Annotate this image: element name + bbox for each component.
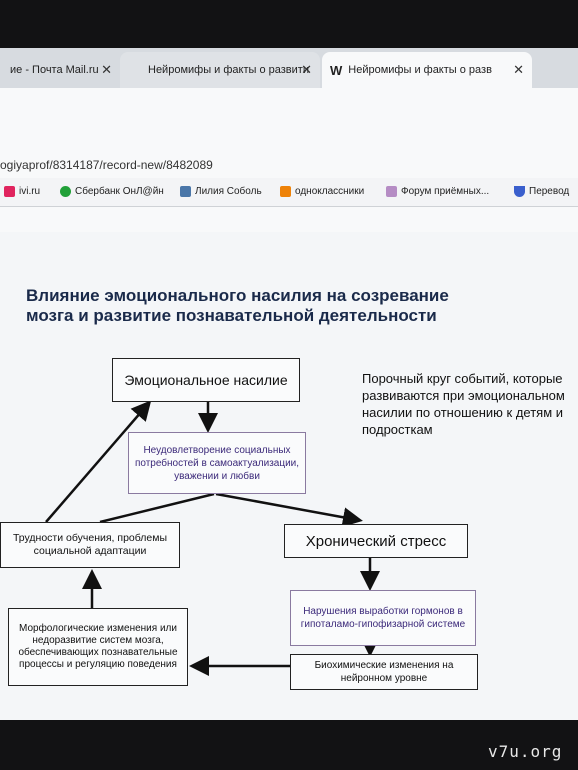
forum-icon [386,186,397,197]
bookmark-label: ivi.ru [19,186,41,197]
bookmarks-bar: ivi.ru Сбербанк ОнЛ@йн Лилия Соболь одно… [0,178,578,207]
bookmark-odnoklassniki[interactable]: одноклассники [280,186,364,197]
box-unmet-needs: Неудовлетворение социальных потребностей… [128,432,306,494]
arrow-needs-to-learning [99,492,215,524]
ivi-icon [4,186,15,197]
box-morphological: Морфологические изменения или недоразвит… [8,608,188,686]
side-text: Порочный круг событий, которые развивают… [362,371,565,437]
tab-neuromyths-2[interactable]: W Нейромифы и факты о разв ✕ [322,52,532,88]
bookmark-label: Перевод [529,186,570,197]
close-icon[interactable]: ✕ [513,62,524,77]
w-logo-icon: W [330,62,343,78]
tab-mail[interactable]: ие - Почта Mail.ru ✕ [0,52,120,88]
arrow-needs-to-stress [215,492,363,528]
bookmark-ivi[interactable]: ivi.ru [4,186,40,197]
tab-neuromyths-1[interactable]: Нейромифы и факты о развити ✕ [120,52,320,88]
bookmark-forum[interactable]: Форум приёмных... [386,186,489,197]
bookmark-label: Форум приёмных... [401,186,490,197]
box-hormones: Нарушения выработки гормонов в гипоталам… [290,590,476,646]
bookmark-sberbank[interactable]: Сбербанк ОнЛ@йн [60,186,164,197]
box-emotional-violence: Эмоциональное насилие [112,358,300,402]
sberbank-icon [60,186,71,197]
tab-title: ие - Почта Mail.ru [10,64,99,76]
box-chronic-stress: Хронический стресс [284,524,468,558]
bookmark-liliya[interactable]: Лилия Соболь [180,186,262,197]
close-icon[interactable]: ✕ [301,62,312,77]
tab-title: Нейромифы и факты о разв [348,64,492,76]
arrow-learning-to-violence [45,400,152,523]
tab-title: Нейромифы и факты о развити [148,64,309,76]
bookmark-translate[interactable]: Перевод [514,186,569,197]
bookmark-label: Сбербанк ОнЛ@йн [75,186,164,197]
box-biochemical: Биохимические изменения на нейронном уро… [290,654,478,690]
watermark: v7u.org [488,742,563,761]
vk-icon [180,186,191,197]
slide-title: Влияние эмоционального насилия на созрев… [26,286,449,325]
bookmark-label: одноклассники [295,186,365,197]
ok-icon [280,186,291,197]
translate-icon [514,186,525,197]
bookmark-label: Лилия Соболь [195,186,262,197]
box-learning-difficulties: Трудности обучения, проблемы социальной … [0,522,180,568]
close-icon[interactable]: ✕ [101,62,112,77]
address-bar[interactable]: ogiyaprof/8314187/record-new/8482089 [0,158,213,172]
